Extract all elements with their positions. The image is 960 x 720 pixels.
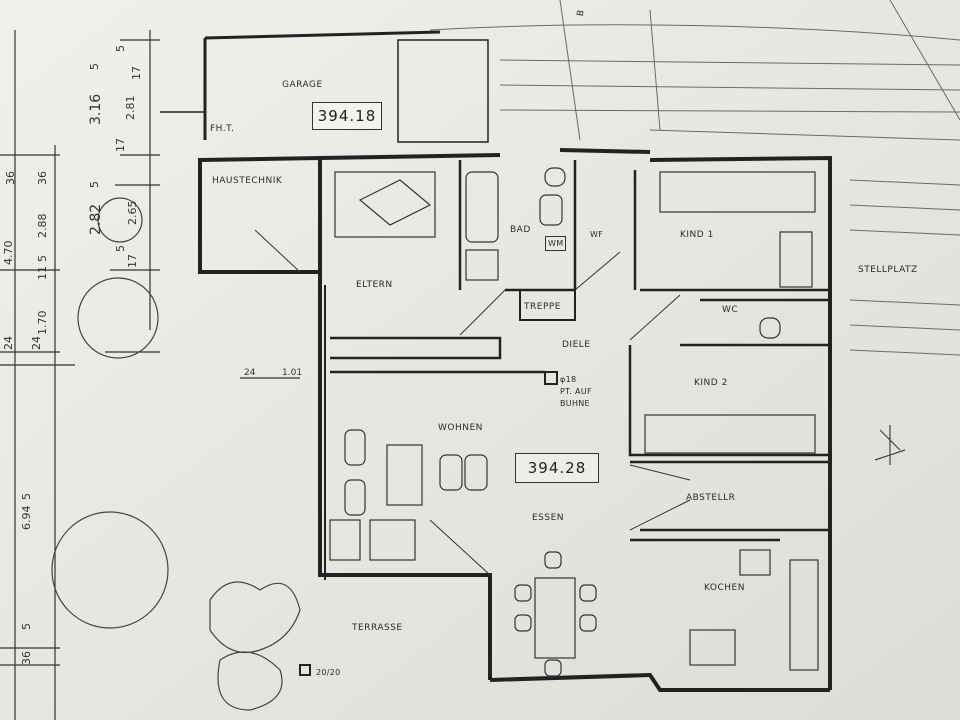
dim-6-94: 6.94 (20, 505, 33, 531)
dim-5-g: 5 (20, 623, 33, 630)
dim-36-c: 36 (20, 651, 33, 665)
dim-24-a: 24 (2, 336, 15, 350)
room-label-bad: BAD (510, 225, 531, 235)
shower (465, 249, 499, 281)
room-label-eltern: ELTERN (356, 280, 393, 290)
dim-5-c: 5 (88, 181, 101, 188)
garage-level-box: 394.18 (312, 102, 382, 130)
dim-5-b: 5 (114, 45, 127, 52)
room-label-wohnen: WOHNEN (438, 423, 483, 433)
dim-1-70: 1.70 (36, 310, 49, 336)
dim-24-b: 24 (30, 336, 43, 350)
dim-2-82: 2.82 (88, 203, 104, 235)
site-lines (429, 0, 960, 356)
stair-marker (299, 289, 576, 676)
house-walls (198, 148, 832, 692)
kid1-bed (659, 171, 816, 213)
dim-11: 11 (36, 266, 49, 280)
sofa (386, 444, 423, 506)
dim-4-70: 4.70 (2, 240, 15, 266)
room-label-haustechnik: HAUSTECHNIK (212, 176, 283, 186)
doors (254, 229, 691, 576)
dim-2-65: 2.65 (126, 200, 139, 226)
garage (160, 30, 489, 143)
dim-2-81: 2.81 (124, 95, 137, 121)
room-label-kind2: KIND 2 (694, 378, 728, 388)
room-label-stellplatz: STELLPLATZ (858, 265, 918, 275)
room-label-wf: WF (590, 230, 604, 239)
dim-3-16: 3.16 (88, 93, 104, 125)
dim-5-f: 5 (20, 493, 33, 500)
room-label-kochen: KOCHEN (704, 583, 745, 593)
dim-5-d: 5 (114, 245, 127, 252)
dim-2-88: 2.88 (36, 213, 49, 239)
dimension-lines (0, 30, 300, 720)
room-label-terrasse: TERRASSE (352, 623, 403, 633)
room-label-diele: DIELE (562, 340, 591, 350)
dim-36-a: 36 (4, 171, 17, 185)
dim-17-a: 17 (130, 66, 143, 80)
room-label-wm: WM (545, 236, 567, 251)
room-label-wc: WC (722, 305, 739, 315)
stove (739, 549, 771, 576)
parents-bed (334, 171, 436, 238)
phi-label: φ18 (560, 375, 577, 384)
dim-17-c: 17 (126, 254, 139, 268)
dim-5-e: 5 (36, 255, 49, 262)
dining-table (534, 577, 576, 659)
dim-1-01: 1.01 (282, 368, 303, 378)
room-label-abstellr: ABSTELLR (686, 493, 736, 503)
landscaping (51, 197, 906, 711)
pillar-size-label: 20/20 (316, 668, 341, 677)
buhne-label: BUHNE (560, 399, 590, 408)
dim-36-b: 36 (36, 171, 49, 185)
pt-auf-label: PT. AUF (560, 387, 592, 396)
toilet (544, 167, 566, 187)
kitchen-counter (789, 559, 819, 671)
interior-walls (330, 160, 830, 542)
kid2-bed (644, 414, 816, 454)
fht-label: FH.T. (210, 124, 235, 134)
dim-5-a: 5 (88, 63, 101, 70)
dim-17-b: 17 (114, 138, 127, 152)
kitchen-table (689, 629, 736, 666)
dim-24-c: 24 (244, 368, 256, 378)
bathtub (465, 171, 499, 243)
room-label-kind1: KIND 1 (680, 230, 714, 240)
room-label-treppe: TREPPE (524, 302, 561, 312)
wc-toilet (759, 317, 781, 339)
room-label-garage: GARAGE (282, 80, 323, 90)
room-label-essen: ESSEN (532, 513, 565, 523)
furniture (329, 167, 819, 677)
bath-sink (539, 194, 563, 226)
kid1-desk (779, 231, 813, 288)
main-level-box: 394.28 (515, 453, 599, 483)
